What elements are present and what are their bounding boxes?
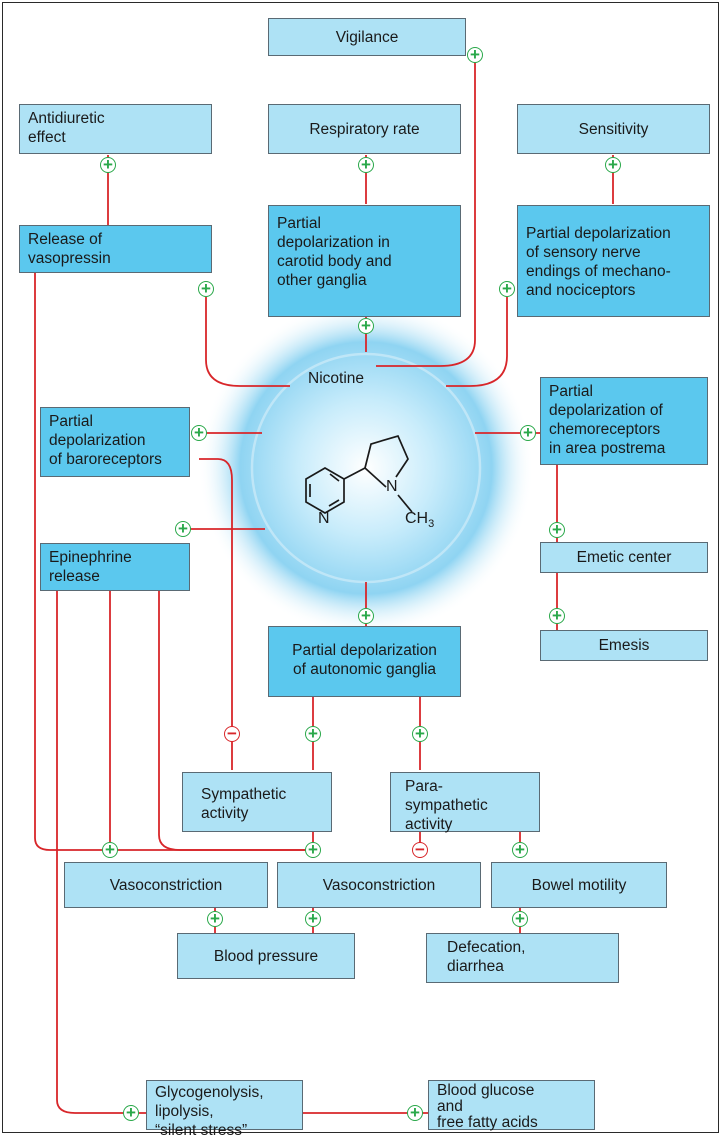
pyrrolidine-close [364,467,387,488]
box-emesis: Emesis [540,630,708,661]
box-parasympathetic-activity: Para- sympathetic activity [390,772,540,833]
plus-sign-sympathetic: + [305,725,321,742]
box-epinephrine-release: Epinephrine release [40,543,190,591]
plus-sign-bowel: + [512,841,528,858]
pyridine-n-atom: N [318,510,330,527]
methyl-subscript: 3 [428,518,435,531]
plus-sign-sensory: + [499,280,515,297]
box-blood-glucose: Blood glucose and free fatty acids [428,1080,595,1131]
box-vasoconstriction-left: Vasoconstriction [64,862,268,908]
box-vasoconstriction-mid: Vasoconstriction [277,862,481,908]
plus-sign-emetic-center: + [549,521,565,538]
plus-sign-vasocon-left: + [102,841,118,858]
pyrrolidine-n-atom: N [386,478,398,495]
pyridine-inner-bond-2 [328,499,340,507]
methyl-text: CH [405,510,429,527]
box-sensory-depolarization: Partial depolarization of sensory nerve … [517,205,710,317]
line-epi-vasocon-mid [158,570,313,851]
plus-sign-epinephrine: + [175,520,191,537]
line-sensory [446,297,508,387]
line-baro-sympathetic [199,458,233,770]
plus-sign-blood-glucose: + [407,1104,423,1121]
plus-sign-bp-mid: + [305,910,321,927]
plus-sign-autonomic: + [358,607,374,624]
pyridine-inner-bond-1 [329,473,340,482]
box-glycogenolysis: Glycogenolysis, lipolysis, “silent stres… [146,1080,303,1139]
box-autonomic-ganglia: Partial depolarization of autonomic gang… [268,626,461,697]
n-methyl-bond [397,494,413,513]
box-bowel-motility: Bowel motility [491,862,667,908]
plus-sign-defecation: + [512,910,528,927]
box-carotid-depolarization: Partial depolarization in carotid body a… [268,205,461,317]
box-blood-pressure: Blood pressure [177,933,355,979]
nicotine-label: Nicotine [308,370,364,387]
box-release-of-vasopressin: Release of vasopressin [19,225,212,273]
box-chemoreceptors: Partial depolarization of chemoreceptors… [540,377,708,465]
minus-sign-baro-sympathetic: − [224,725,240,742]
plus-sign-sensitivity: + [605,156,621,173]
box-sensitivity: Sensitivity [517,104,710,154]
box-vigilance: Vigilance [268,18,466,56]
box-sympathetic-activity: Sympathetic activity [182,772,332,832]
connector-lines [34,55,614,1114]
line-vasopressin [205,297,290,387]
plus-sign-chemoreceptors: + [520,424,536,441]
plus-sign-parasympathetic: + [412,725,428,742]
line-epi-glyco [56,570,148,1114]
plus-sign-vasopressin: + [198,280,214,297]
plus-sign-glycogenolysis: + [123,1104,139,1121]
pyrrolidine-ring [364,434,409,478]
line-vigilance [376,55,476,367]
plus-sign-emesis: + [549,607,565,624]
box-respiratory-rate: Respiratory rate [268,104,461,154]
methyl-label: CH3 [405,510,434,530]
link-bond [343,467,366,480]
box-defecation: Defecation, diarrhea [426,933,619,983]
minus-sign-para-vasocon: − [412,841,428,858]
plus-sign-baroreceptors: + [191,424,207,441]
box-antidiuretic-effect: Antidiuretic effect [19,104,212,154]
line-vasopressin-vasocon [34,251,313,851]
plus-sign-vigilance: + [467,46,483,63]
plus-sign-antidiuretic: + [100,156,116,173]
plus-sign-bp-left: + [207,910,223,927]
nicotine-structure [305,434,413,514]
plus-sign-respiratory: + [358,156,374,173]
box-emetic-center: Emetic center [540,542,708,573]
plus-sign-carotid: + [358,317,374,334]
box-baroreceptors: Partial depolarization of baroreceptors [40,407,190,477]
plus-sign-vasocon-mid: + [305,841,321,858]
